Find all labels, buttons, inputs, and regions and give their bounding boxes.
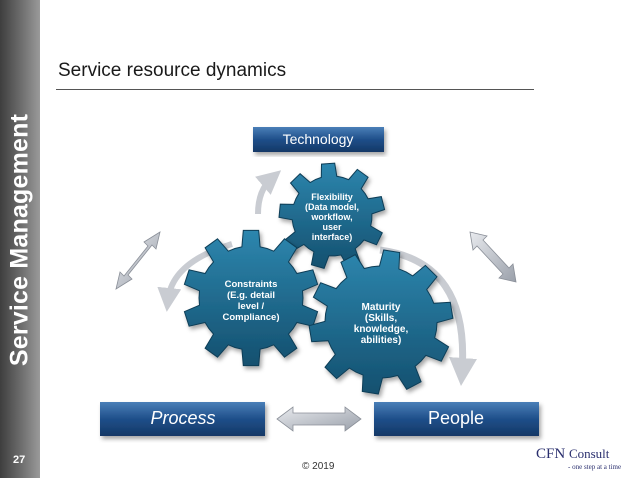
logo-name-part1: CFN bbox=[536, 446, 566, 462]
logo-tagline: - one step at a time bbox=[568, 463, 622, 471]
gear-flexibility-text-line: user bbox=[322, 222, 342, 232]
gear-flexibility-text-line: (Data model, bbox=[305, 202, 359, 212]
people-box: People bbox=[374, 402, 539, 436]
title-divider bbox=[56, 89, 534, 90]
gear-flexibility: Flexibility(Data model,workflow,userinte… bbox=[278, 162, 386, 270]
gear-constraints-text-line: Constraints bbox=[225, 279, 278, 290]
logo-name-part2: Consult bbox=[568, 446, 610, 461]
gear-constraints-text-line: level / bbox=[238, 301, 265, 312]
left-diagonal-arrow bbox=[115, 231, 161, 290]
gear-flexibility-text-line: workflow, bbox=[310, 212, 352, 222]
process-box: Process bbox=[100, 402, 265, 436]
gear-maturity: Maturity(Skills,knowledge,abilities) bbox=[308, 249, 454, 395]
copyright: © 2019 bbox=[302, 461, 335, 472]
technology-box: Technology bbox=[253, 127, 384, 152]
gear-maturity-text-line: (Skills, bbox=[365, 313, 397, 324]
gear-maturity-text-line: knowledge, bbox=[354, 324, 409, 335]
slide-title: Service resource dynamics bbox=[58, 60, 287, 81]
technology-label: Technology bbox=[283, 131, 354, 147]
process-people-arrow bbox=[276, 406, 362, 432]
gear-constraints-text-line: Compliance) bbox=[222, 312, 279, 323]
process-label: Process bbox=[150, 408, 215, 428]
gear-maturity-text-line: abilities) bbox=[361, 335, 402, 346]
gear-constraints-text-line: (E.g. detail bbox=[227, 290, 275, 301]
page-number: 27 bbox=[13, 454, 26, 466]
gear-flexibility-text-line: Flexibility bbox=[311, 192, 353, 202]
company-logo: CFN Consult bbox=[536, 446, 609, 463]
curved-arrow-top-left bbox=[255, 170, 282, 215]
right-diagonal-arrow bbox=[469, 231, 517, 283]
gear-flexibility-text-line: interface) bbox=[312, 232, 353, 242]
people-label: People bbox=[428, 408, 484, 428]
sidebar: Service Management 27 bbox=[0, 0, 40, 478]
gear-maturity-text-line: Maturity bbox=[362, 302, 401, 313]
